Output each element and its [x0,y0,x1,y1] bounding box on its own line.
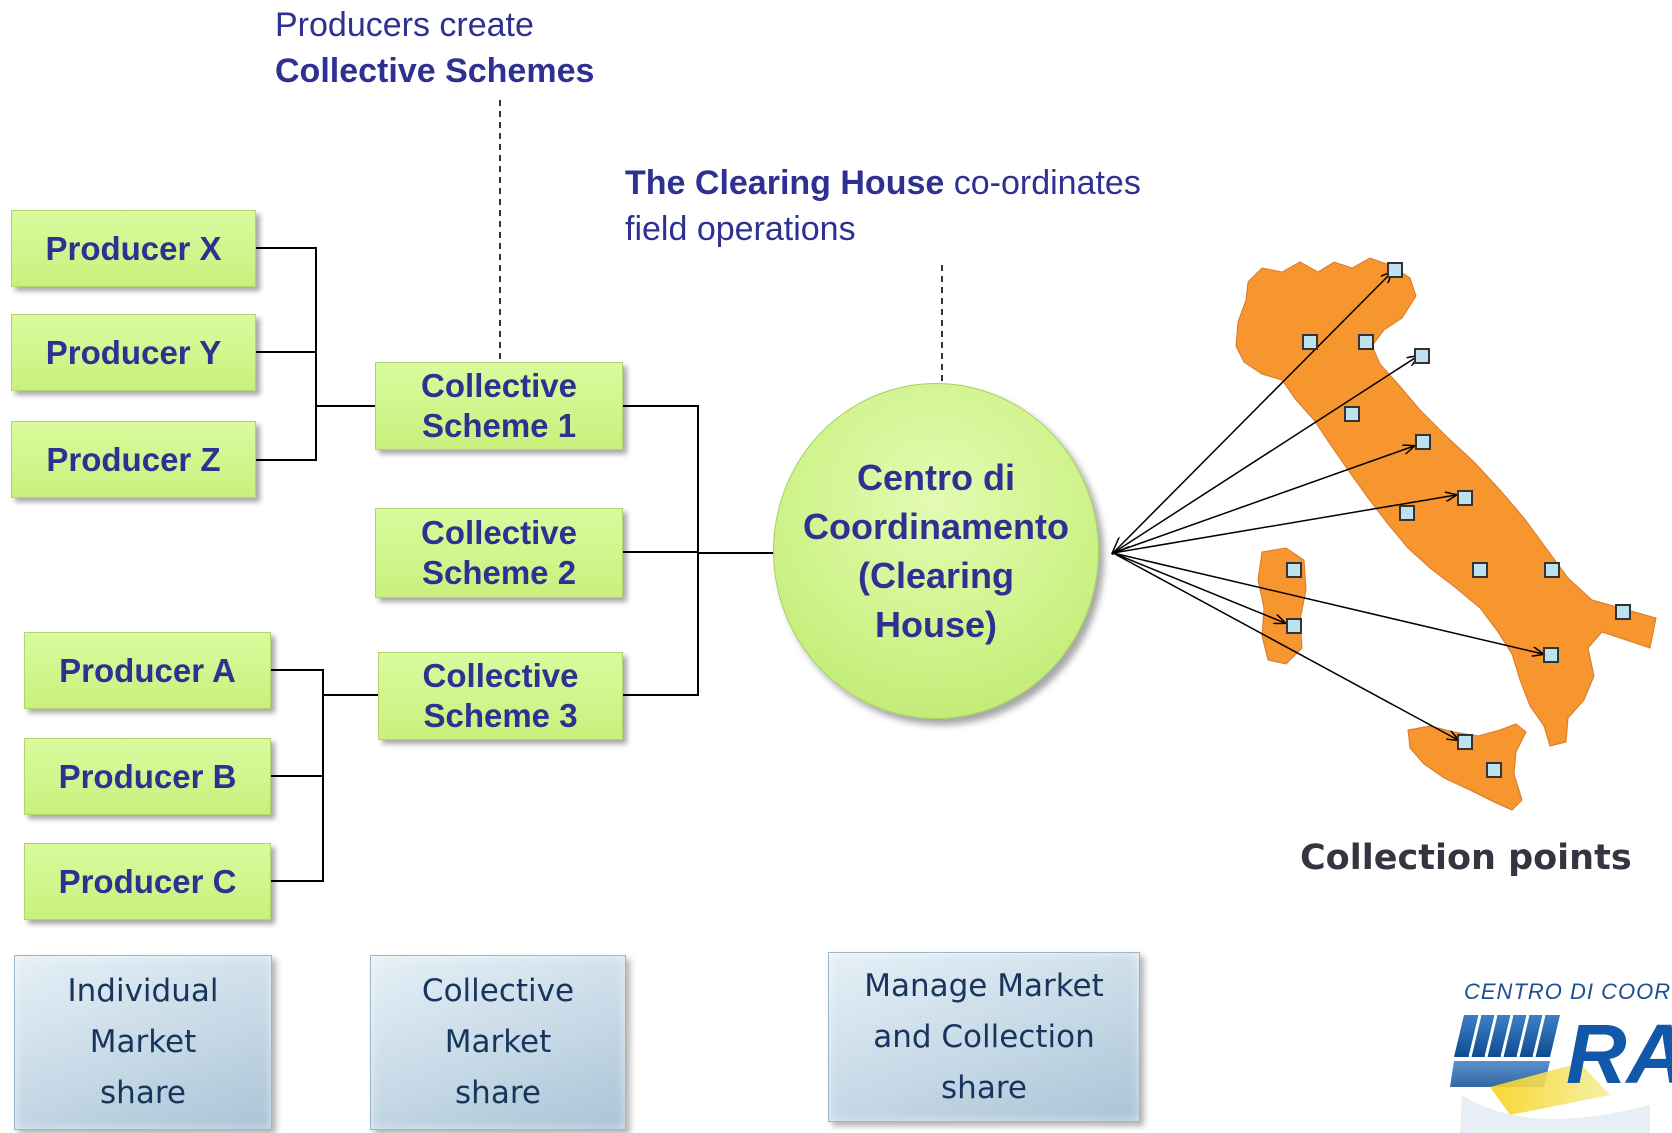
clearing-house-line1: Centro di [857,457,1015,498]
scheme-3-line1: Collective [422,657,579,694]
producer-b-box: Producer B [24,738,271,815]
collective-line3: share [455,1075,541,1111]
scheme-2-line2: Scheme 2 [421,554,577,591]
top-caption: Producers create Collective Schemes [275,2,594,94]
producer-a-box: Producer A [24,632,271,709]
producer-c-box: Producer C [24,843,271,920]
clearing-house-circle: Centro di Coordinamento (Clearing House) [773,383,1099,719]
collective-line2: Market [444,1024,552,1060]
bracket-xyz [256,247,375,461]
producer-y-box: Producer Y [11,314,256,391]
arrow-6 [1112,552,1543,654]
arrow-1 [1113,272,1392,553]
collection-point [1286,618,1302,634]
arrow-7 [1112,552,1458,740]
arrow-2 [1112,356,1418,554]
collection-point [1415,434,1431,450]
top-caption-bold: Collective Schemes [275,52,595,90]
collection-point [1399,505,1415,521]
producer-c-label: Producer C [58,862,237,900]
producer-b-label: Producer B [58,757,237,795]
collection-point [1286,562,1302,578]
centro-coordinamento-logo: CENTRO DI COORDI [1450,975,1672,1133]
collection-point [1344,406,1360,422]
logo-mark-text: RA [1566,1007,1672,1101]
scheme-1-line2: Scheme 1 [421,407,577,444]
clearing-caption-line2: field operations [625,210,856,248]
distribution-arrows [1113,272,1543,740]
collection-point [1457,734,1473,750]
collection-points [1286,262,1631,778]
bracket-abc [271,669,378,882]
producer-y-label: Producer Y [45,333,222,371]
clearing-house-line2: Coordinamento [803,506,1069,547]
producer-x-box: Producer X [11,210,256,287]
clearing-caption-bold: The Clearing House [625,164,945,202]
italy-mainland [1235,257,1657,747]
arrow-3 [1112,446,1414,554]
individual-line3: share [100,1075,186,1111]
producer-z-box: Producer Z [11,421,256,498]
producer-z-label: Producer Z [46,440,221,478]
collection-point [1358,334,1374,350]
individual-line2: Market [89,1024,197,1060]
scheme-1-line1: Collective [421,367,577,404]
collection-point [1457,490,1473,506]
manage-line1: Manage Market [864,967,1104,1004]
clearing-house-line4: House) [874,604,997,645]
manage-line3: share [941,1069,1027,1106]
collection-point [1472,562,1488,578]
collective-scheme-2-box: Collective Scheme 2 [375,508,623,598]
collection-point [1302,334,1318,350]
collection-point [1486,762,1502,778]
top-caption-line1: Producers create [275,6,534,44]
logo-text: CENTRO DI COORDI [1464,979,1672,1004]
scheme-2-line1: Collective [421,514,577,551]
manage-market-collection-box: Manage Market and Collection share [828,952,1140,1122]
producer-x-label: Producer X [45,229,222,267]
collection-point [1387,262,1403,278]
collection-points-label: Collection points [1300,838,1632,878]
clearing-caption: The Clearing House co-ordinates field op… [625,160,1141,252]
collection-point [1414,348,1430,364]
collective-scheme-1-box: Collective Scheme 1 [375,362,623,450]
collection-point [1544,562,1560,578]
collection-point [1615,604,1631,620]
clearing-caption-line1: The Clearing House co-ordinates [625,160,1141,206]
arrow-4 [1112,495,1456,554]
top-caption-line2: Collective Schemes [275,48,594,94]
individual-market-share-box: Individual Market share [14,955,272,1130]
collection-point [1543,647,1559,663]
bracket-schemes [623,405,775,696]
individual-line1: Individual [67,973,219,1009]
manage-line2: and Collection [873,1018,1095,1055]
clearing-house-line3: (Clearing [857,555,1015,596]
arrow-5 [1112,552,1285,623]
collective-line1: Collective [421,973,575,1009]
scheme-3-line2: Scheme 3 [423,697,578,734]
collective-scheme-3-box: Collective Scheme 3 [378,652,623,740]
italy-map [1235,257,1657,811]
producer-a-label: Producer A [59,651,236,689]
collective-market-share-box: Collective Market share [370,955,626,1130]
logo-mark-icon: RA [1450,1007,1672,1133]
clearing-caption-rest: co-ordinates [944,164,1141,202]
